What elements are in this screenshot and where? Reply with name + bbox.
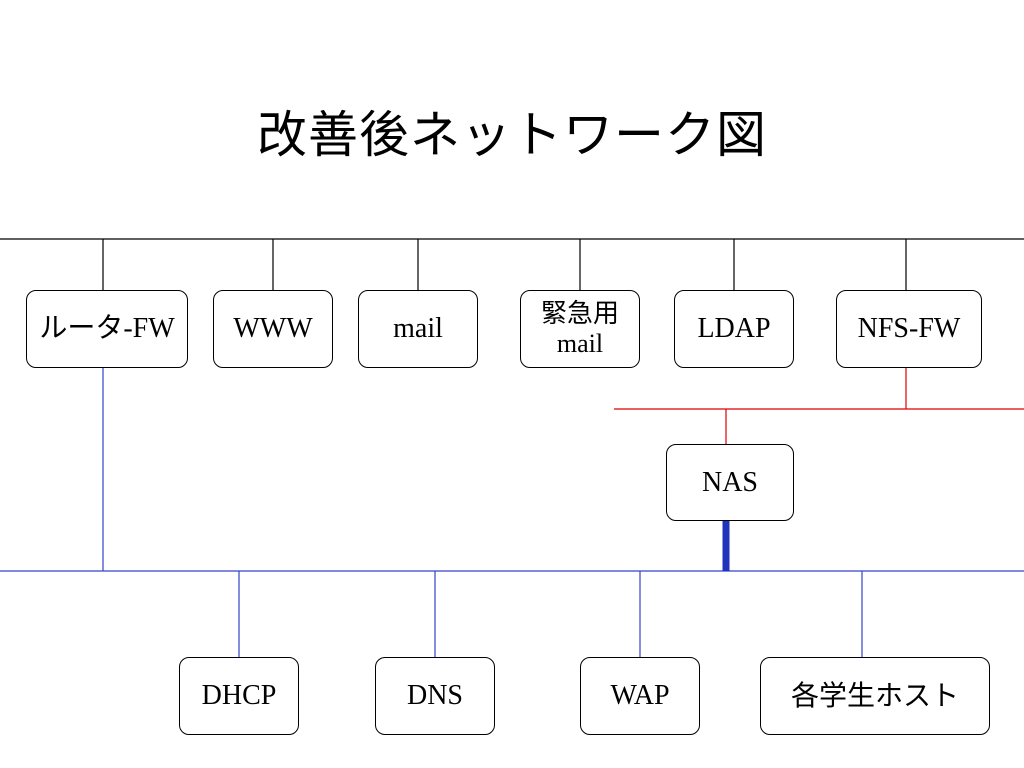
emergency-mail-label-line2: mail [556,329,604,358]
dns-node: DNS [375,657,495,735]
dns-label: DNS [406,680,463,711]
wap-label: WAP [610,680,670,711]
ldap-node: LDAP [674,290,794,368]
emergency-mail-node: 緊急用 mail [520,290,640,368]
router-fw-node: ルータ-FW [26,290,188,368]
page-title: 改善後ネットワーク図 [257,106,767,164]
emergency-mail-label-line1: 緊急用 [540,299,619,329]
router-fw-label: ルータ-FW [39,313,175,344]
www-node: WWW [213,290,333,368]
wap-node: WAP [580,657,700,735]
mail-label: mail [393,313,443,344]
nfs-fw-label: NFS-FW [857,313,961,344]
ldap-label: LDAP [697,313,771,344]
nas-node: NAS [666,444,794,521]
dhcp-label: DHCP [201,680,277,711]
www-label: WWW [233,313,313,344]
student-hosts-label: 各学生ホスト [790,679,959,712]
student-hosts-node: 各学生ホスト [760,657,990,735]
dhcp-node: DHCP [179,657,299,735]
nas-label: NAS [701,466,758,498]
mail-node: mail [358,290,478,368]
nfs-fw-node: NFS-FW [836,290,982,368]
